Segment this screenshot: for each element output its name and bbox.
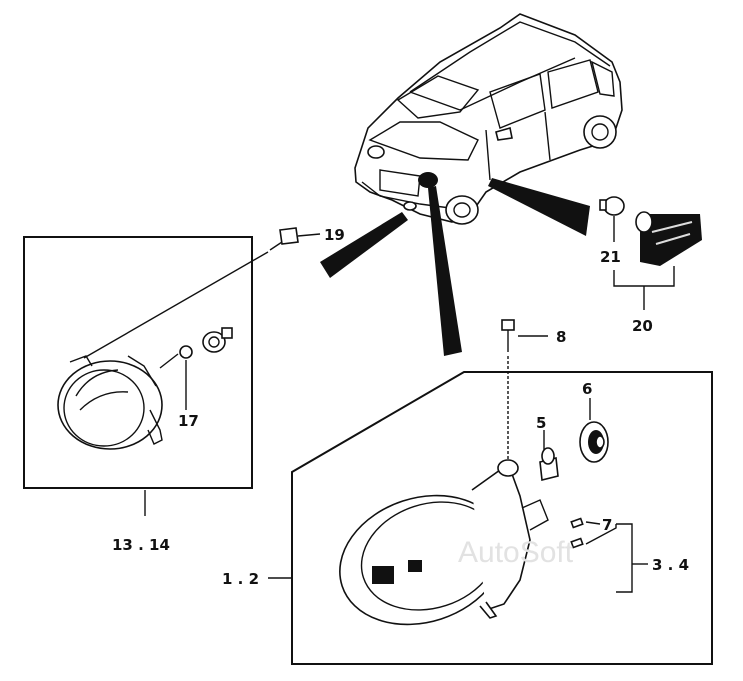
fog-bulb-callout: 17 xyxy=(178,360,199,430)
pointer-band-headlamp xyxy=(428,186,462,356)
head-bolt: 8 xyxy=(501,319,566,352)
pointer-band-side xyxy=(488,178,590,236)
head-small-bulbs: 7 xyxy=(570,516,617,549)
fog-socket xyxy=(202,327,233,353)
side-lamp xyxy=(635,211,702,266)
callout-13-14: 13 . 14 xyxy=(112,536,170,554)
watermark: AutoSoft xyxy=(458,536,574,569)
callout-5: 5 xyxy=(536,414,546,432)
callout-17: 17 xyxy=(178,412,199,430)
callout-1-2: 1 . 2 xyxy=(222,570,259,588)
callout-19: 19 xyxy=(324,226,345,244)
callout-20: 20 xyxy=(632,317,653,335)
head-bulb-socket: 5 xyxy=(536,414,559,481)
fog-bolt-leader xyxy=(83,251,269,359)
callout-6: 6 xyxy=(582,380,592,398)
fog-bulb xyxy=(159,345,193,369)
bulb-set-bracket xyxy=(616,523,633,593)
fog-lamp-frame xyxy=(23,236,253,489)
side-lamp-bracket xyxy=(613,266,675,287)
callout-7: 7 xyxy=(602,516,612,534)
head-cap: 6 xyxy=(579,380,609,463)
headlamp xyxy=(339,459,549,626)
side-bulb: 21 xyxy=(599,196,625,266)
callout-21: 21 xyxy=(600,248,621,266)
pointer-band-fog xyxy=(320,212,408,278)
callout-8: 8 xyxy=(556,328,566,346)
fog-lamp xyxy=(57,355,163,450)
headlamp-frame xyxy=(291,371,713,665)
fog-bolt: 19 xyxy=(269,226,345,251)
car-illustration xyxy=(354,13,623,225)
callout-3-4: 3 . 4 xyxy=(652,556,689,574)
